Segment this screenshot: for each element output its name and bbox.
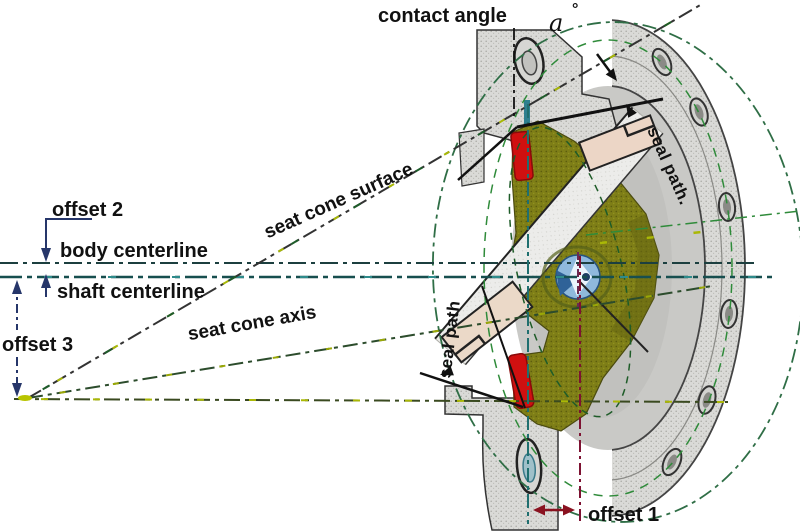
offset3-dimension [12,280,22,397]
flange-face-arc [612,55,723,481]
shaft-centerline-label: shaft centerline [57,281,205,303]
contact-angle-label: contact angle [378,5,507,27]
top-trunnion-hole [513,37,545,85]
contact-angle-leader [595,53,613,74]
body-centerline-label: body centerline [60,240,208,262]
offset2-label: offset 2 [52,199,123,221]
seat-cone-axis-label: seat cone axis [186,302,318,345]
bolt-circle [483,39,733,497]
seat-cone-surface-line [27,3,703,399]
seal-path-upper-arrow [626,104,637,118]
contact-tangent-right [516,97,664,129]
construction-lines [0,3,772,524]
offset3-label: offset 3 [2,334,73,356]
disc-shade [611,214,659,342]
seal-path-curves [432,21,800,523]
seat-cone-surface-label: seat cone surface [261,159,416,243]
seal-plane-line [585,210,800,236]
seal-path-lower-tangent [419,371,524,409]
annotation-lines [12,53,664,516]
contact-angle-symbol: a [549,9,563,37]
seal-path-lower-arrow [440,366,454,376]
seat-retainer-upper [577,114,663,172]
disc-seal-circle [508,126,632,418]
offset1-dimension [533,504,575,516]
valve-neck-notch [458,128,485,187]
seal-path-lower-tangent2 [481,285,526,409]
offset2-dimension [41,218,92,297]
offset1-label: offset 1 [588,504,659,526]
contact-tangent-left [457,126,518,181]
section-line [579,281,649,353]
cone-apex-point [18,395,32,401]
seal-path-ellipse [432,21,800,523]
degree-symbol: ° [572,1,578,18]
